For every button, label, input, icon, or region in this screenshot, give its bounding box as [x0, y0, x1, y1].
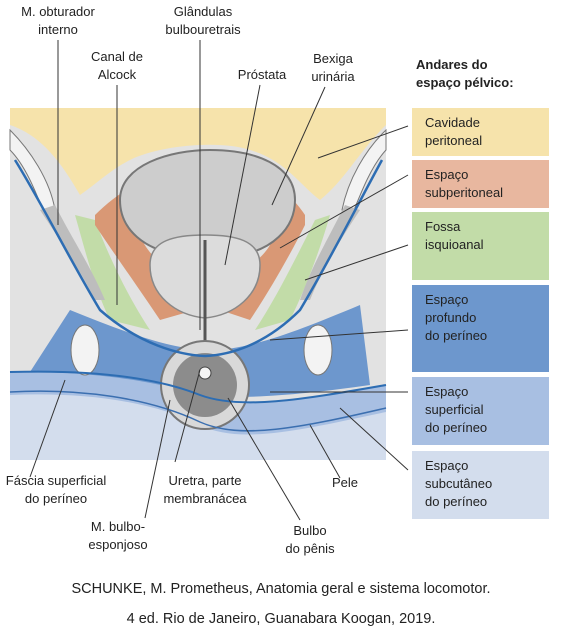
label-bulboesponjoso-line2: esponjoso [88, 537, 147, 552]
legend-cavidade-peritoneal: Cavidade peritoneal [412, 108, 549, 156]
label-glandulas-line2: bulbouretrais [165, 22, 241, 37]
legend-fossa-isquioanal: Fossa isquioanal [412, 212, 549, 280]
label-obturador-line2: interno [38, 22, 78, 37]
legend-title-line1: Andares do [416, 57, 488, 72]
skin-line [9, 390, 387, 432]
fascia-outline-left [13, 159, 206, 358]
obturator-internus-left [40, 205, 105, 300]
legend-item-text: superficial [425, 402, 484, 417]
superficial-fascia-line [9, 370, 387, 404]
label-glandulas-line1: Glândulas [174, 4, 233, 19]
label-fascia-line1: Fáscia superficial [6, 473, 107, 488]
ischioanal-fossa-right [255, 215, 330, 330]
legend-espaco-subperitoneal: Espaço subperitoneal [412, 160, 549, 208]
legend-item-text: profundo [425, 310, 477, 325]
legend-item-text: do períneo [425, 420, 488, 435]
legend-espaco-superficial: Espaço superficial do períneo [412, 377, 549, 445]
legend-item-text: do períneo [425, 494, 488, 509]
legend-item-text: peritoneal [425, 133, 483, 148]
label-obturador-line1: M. obturador [21, 4, 95, 19]
legend-item-text: isquioanal [425, 237, 484, 252]
legend-item-text: Espaço [425, 458, 469, 473]
label-bulbo-line2: do pênis [285, 541, 335, 556]
fascia-outline-right [204, 159, 384, 358]
caption-line2: 4 ed. Rio de Janeiro, Guanabara Koogan, … [126, 611, 436, 627]
legend-item-text: subperitoneal [425, 185, 504, 200]
label-prostata: Próstata [238, 67, 287, 82]
pelvic-floor-illustration: M. obturador interno Glândulas bulbouret… [6, 4, 409, 556]
legend-item-text: Cavidade [425, 115, 480, 130]
label-canal-line1: Canal de [91, 49, 143, 64]
legend-espaco-profundo: Espaço profundo do períneo [412, 285, 549, 372]
label-bexiga-line2: urinária [311, 69, 355, 84]
legend-item-text: Espaço [425, 167, 469, 182]
legend-item-text: Espaço [425, 292, 469, 307]
label-pele: Pele [332, 475, 358, 490]
legend-title: Andares do espaço pélvico: [416, 56, 556, 92]
label-uretra-line1: Uretra, parte [169, 473, 242, 488]
pointer-lines [29, 40, 409, 521]
label-bulbo-line1: Bulbo [293, 523, 326, 538]
label-canal-line2: Alcock [98, 67, 137, 82]
urethra-lumen [198, 366, 212, 380]
legend-espaco-subcutaneo: Espaço subcutâneo do períneo [412, 451, 549, 519]
caption-line1: SCHUNKE, M. Prometheus, Anatomia geral e… [71, 581, 491, 597]
label-bexiga-line1: Bexiga [313, 51, 354, 66]
legend-item-text: Fossa [425, 219, 461, 234]
ischial-tuberosity-right [303, 324, 333, 376]
legend-item-text: subcutâneo [425, 476, 493, 491]
penile-bulb-core [173, 353, 237, 417]
peritoneal-cavity-region [10, 108, 386, 200]
legend-title-line2: espaço pélvico: [416, 75, 514, 90]
ischial-tuberosity-left [70, 324, 100, 376]
ischioanal-fossa-left [75, 215, 150, 330]
legend-item-text: do períneo [425, 328, 488, 343]
label-fascia-line2: do períneo [25, 491, 87, 506]
legend-item-text: Espaço [425, 384, 469, 399]
label-uretra-line2: membranácea [163, 491, 247, 506]
label-bulboesponjoso-line1: M. bulbo- [91, 519, 145, 534]
